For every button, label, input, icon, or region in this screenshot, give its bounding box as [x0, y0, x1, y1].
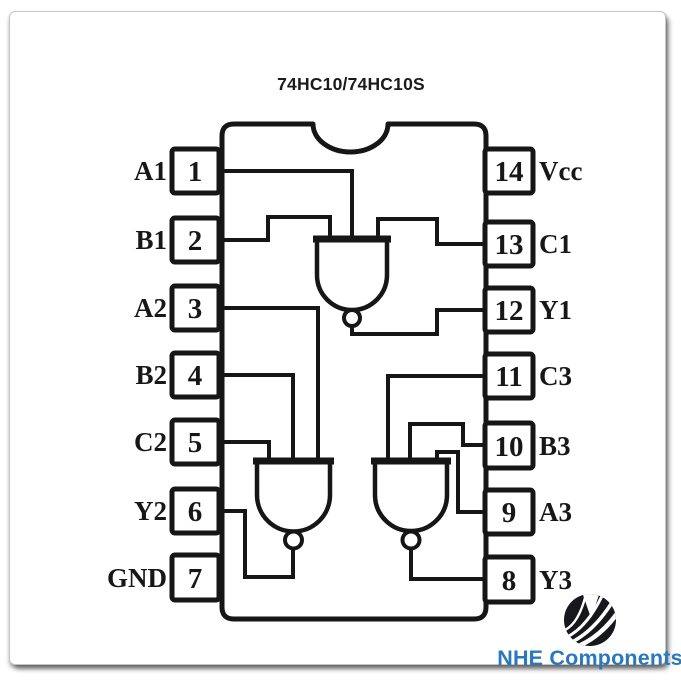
pin-box — [169, 486, 222, 536]
pin-box — [482, 487, 536, 537]
pin-14: 14 Vcc — [482, 146, 582, 196]
pin-label: C1 — [539, 229, 572, 259]
pin-label: A2 — [134, 293, 167, 323]
pin-number: 5 — [188, 427, 203, 459]
wire-pin3-to-gate2 — [217, 306, 320, 459]
pin-number: 10 — [495, 431, 524, 463]
wire-pin10-to-gate3 — [408, 422, 487, 459]
nand-gate-2 — [253, 457, 334, 551]
pin-number: 8 — [502, 565, 517, 597]
pin-9: 9 A3 — [482, 487, 572, 537]
pin-number: 6 — [188, 496, 203, 528]
pin-box — [169, 552, 222, 603]
pin-number: 7 — [188, 563, 203, 595]
wire-pin4-to-gate2 — [217, 373, 295, 459]
nand-gate-2-inverter-bubble — [283, 529, 304, 551]
wire-pin1-to-gate1 — [217, 169, 354, 237]
pin-number: 9 — [502, 497, 517, 529]
pin-number: 2 — [188, 225, 203, 257]
wire-gate2-to-pin6 — [217, 509, 295, 579]
pin-number: 4 — [188, 360, 203, 392]
datasheet-card: 74HC10/74HC10S — [9, 11, 681, 670]
pin-box — [482, 554, 536, 605]
pin-box — [482, 420, 536, 471]
pin-box — [482, 285, 536, 335]
pin-5: 5 C2 — [134, 417, 222, 467]
pin-box — [482, 351, 536, 401]
pin-13: 13 C1 — [482, 219, 572, 269]
pin-box — [482, 146, 536, 196]
pin-number: 12 — [495, 295, 524, 327]
pin-label: C3 — [539, 361, 572, 391]
pin-6: 6 Y2 — [134, 486, 222, 536]
wire-pin11-to-gate3 — [386, 374, 487, 459]
nand-gate-3-body — [372, 458, 450, 534]
chip-title: 74HC10/74HC10S — [277, 74, 425, 94]
wire-gate1-to-pin12 — [350, 308, 487, 336]
pin-number: 11 — [495, 361, 522, 393]
pin-label: A3 — [539, 497, 572, 527]
nand-gate-1-inverter-bubble — [342, 308, 362, 328]
wire-pin5-to-gate2 — [217, 440, 271, 459]
nand-gate-1 — [313, 235, 391, 328]
pin-label: B3 — [539, 431, 571, 461]
pin-3: 3 A2 — [134, 283, 222, 333]
pin-number: 14 — [495, 156, 524, 188]
ic-body-outline — [219, 121, 489, 622]
nand-gate-3 — [371, 457, 451, 551]
pin-number: 13 — [495, 229, 524, 261]
pin-11: 11 C3 — [482, 351, 572, 401]
pin-box — [169, 283, 222, 333]
pin-label: A1 — [134, 156, 167, 186]
pin-1: 1 A1 — [134, 146, 222, 196]
pin-12: 12 Y1 — [482, 285, 572, 335]
pinout-diagram: 1 A1 2 B1 3 A2 4 B2 5 C2 — [107, 121, 681, 670]
pin-10: 10 B3 — [482, 420, 571, 471]
nand-gate-1-body — [314, 236, 390, 313]
pin-box — [169, 417, 222, 467]
pin-8: 8 Y3 — [482, 554, 572, 605]
pin-label: B1 — [135, 225, 167, 255]
pin-7: 7 GND — [107, 552, 222, 603]
wire-pin9-to-gate3 — [435, 450, 487, 514]
nand-gate-2-body — [254, 458, 333, 534]
pin-label: Y1 — [539, 295, 572, 325]
pin-label: Y3 — [539, 565, 572, 595]
pin-label: Vcc — [539, 156, 582, 186]
pin-box — [482, 219, 536, 269]
pin-box — [169, 146, 222, 196]
pin-box — [169, 215, 222, 265]
pin-label: GND — [107, 563, 167, 593]
pin-label: C2 — [134, 427, 167, 457]
brand-logo: NHE Components — [497, 594, 681, 670]
shell-fan-icon — [564, 594, 616, 646]
wire-pin13-to-gate1 — [376, 217, 487, 246]
nand-gate-3-inverter-bubble — [400, 529, 422, 551]
pin-number: 1 — [188, 156, 203, 188]
pin-4: 4 B2 — [135, 350, 222, 400]
pin-label: B2 — [135, 360, 167, 390]
pin-box — [169, 350, 222, 400]
pin-label: Y2 — [134, 496, 167, 526]
brand-name: NHE Components — [497, 646, 681, 670]
wire-pin2-to-gate1 — [217, 215, 332, 242]
pin-2: 2 B1 — [135, 215, 222, 265]
wire-gate3-to-pin8 — [409, 548, 487, 581]
pin-number: 3 — [188, 293, 203, 325]
